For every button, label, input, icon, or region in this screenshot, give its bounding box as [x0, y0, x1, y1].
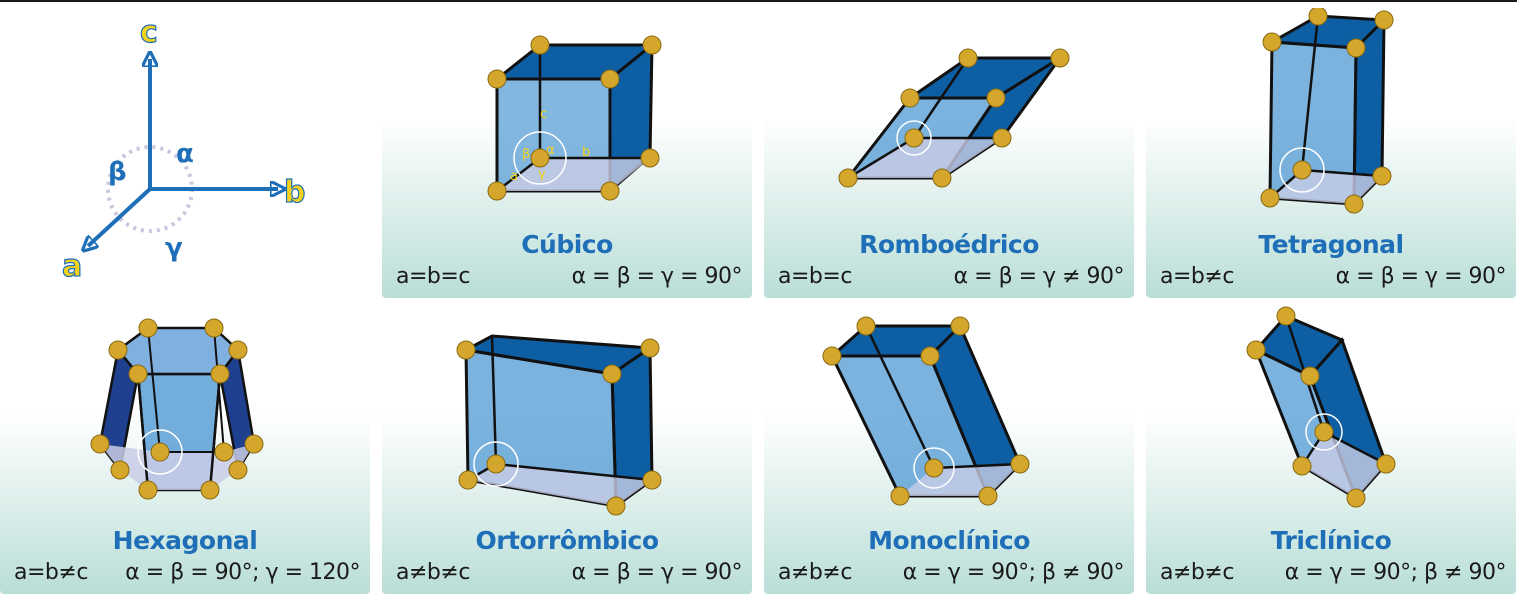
axis-relation: a=b=c — [396, 264, 470, 289]
system-name: Hexagonal — [112, 526, 258, 555]
system-hexagonal: Hexagonal a=b≠c α = β = 90°; γ = 120° — [0, 304, 370, 594]
b-axis-label: b — [284, 175, 305, 210]
top-border — [0, 0, 1517, 2]
axis-relation: a=b=c — [778, 264, 852, 289]
system-tetragonal: Tetragonal a=b≠c α = β = γ = 90° — [1146, 8, 1516, 298]
angle-relation: α = γ = 90°; β ≠ 90° — [1284, 560, 1507, 585]
a-axis — [88, 187, 152, 246]
c-axis-label: c — [140, 15, 158, 50]
angle-relation: α = β = γ = 90° — [571, 560, 743, 585]
beta-label: β — [108, 157, 127, 187]
angle-relation: α = γ = 90°; β ≠ 90° — [902, 560, 1125, 585]
angle-relation: α = β = γ ≠ 90° — [953, 264, 1125, 289]
a-axis-label: a — [62, 249, 82, 284]
triclinic-lattice — [1246, 306, 1396, 508]
system-rhombohedral: Romboédrico a=b=c α = β = γ ≠ 90° — [764, 8, 1134, 298]
cubic-a-label: a — [510, 169, 518, 184]
cubic-b-label: b — [582, 145, 590, 160]
system-name: Romboédrico — [859, 230, 1039, 259]
cubic-beta-label: β — [522, 147, 530, 162]
rhombohedral-lattice — [838, 48, 1070, 188]
system-monoclinic: Monoclínico a≠b≠c α = γ = 90°; β ≠ 90° — [764, 304, 1134, 594]
cubic-c-label: c — [540, 107, 547, 122]
cubic-gamma-label: γ — [538, 167, 546, 182]
system-triclinic: Triclínico a≠b≠c α = γ = 90°; β ≠ 90° — [1146, 304, 1516, 594]
tetragonal-lattice — [1260, 8, 1394, 214]
angle-relation: α = β = γ = 90° — [1335, 264, 1507, 289]
axis-relation: a=b≠c — [1160, 264, 1234, 289]
axis-relation: a≠b≠c — [1160, 560, 1234, 585]
system-cubic: c b a β α γ Cúbico a=b=c α = β = γ = 90° — [382, 8, 752, 298]
system-name: Tetragonal — [1258, 230, 1404, 259]
alpha-label: α — [176, 139, 194, 169]
monoclinic-lattice — [822, 316, 1030, 506]
axis-relation: a=b≠c — [14, 560, 88, 585]
cubic-alpha-label: α — [546, 143, 555, 158]
angle-relation: α = β = 90°; γ = 120° — [125, 560, 360, 585]
cubic-lattice: c b a β α γ — [487, 35, 662, 201]
system-orthorhombic: Ortorrômbico a≠b≠c α = β = γ = 90° — [382, 304, 752, 594]
system-name: Monoclínico — [868, 526, 1030, 555]
axis-relation: a≠b≠c — [396, 560, 470, 585]
system-name: Ortorrômbico — [475, 526, 659, 555]
axes-diagram: c b a α β γ — [61, 14, 306, 284]
gamma-label: γ — [165, 233, 183, 263]
angle-relation: α = β = γ = 90° — [571, 264, 743, 289]
system-name: Cúbico — [521, 230, 613, 259]
system-name: Triclínico — [1270, 526, 1392, 555]
orthorhombic-lattice — [456, 334, 662, 516]
axis-relation: a≠b≠c — [778, 560, 852, 585]
hexagonal-lattice — [90, 318, 264, 500]
